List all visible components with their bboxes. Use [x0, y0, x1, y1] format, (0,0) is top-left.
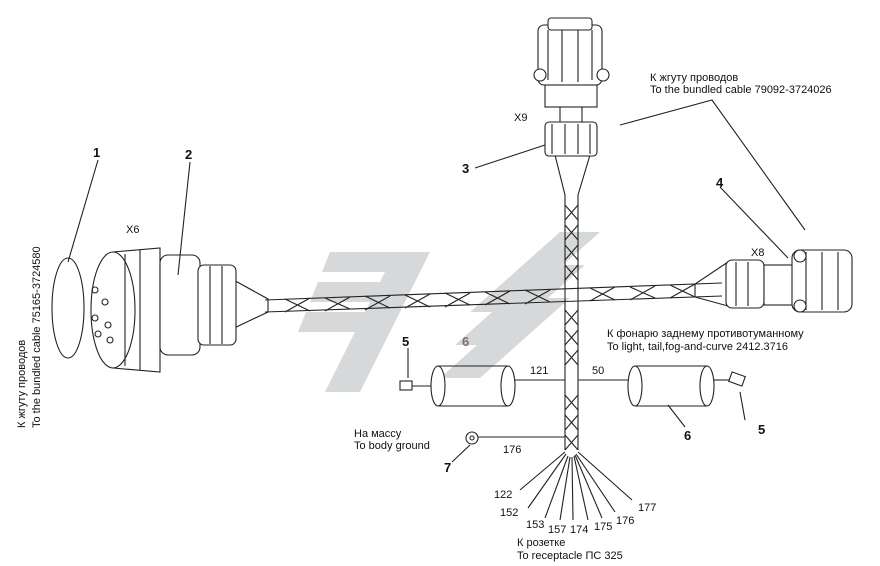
wire-157: 157	[548, 524, 566, 536]
label-bundled-left-ru: К жгуту проводов	[16, 340, 28, 428]
callout-2: 2	[185, 147, 192, 162]
callout-5-left: 5	[402, 334, 409, 349]
connector-x9	[533, 17, 610, 157]
label-bundled-left-en: To the bundled cable 75165-3724580	[31, 246, 43, 428]
callout-5-right: 5	[758, 422, 765, 437]
wire-152: 152	[500, 507, 518, 519]
connector-label-x9: X9	[514, 112, 527, 124]
wire-175: 175	[594, 521, 612, 533]
fuse-holder-left	[399, 365, 565, 407]
wire-174: 174	[570, 524, 588, 536]
callout-6-left: 6	[462, 334, 469, 349]
label-receptacle-en: To receptacle ПС 325	[517, 550, 623, 562]
label-foglight-ru: К фонарю заднему противотуманному	[607, 328, 804, 340]
connector-label-x6: X6	[126, 224, 139, 236]
wire-177: 177	[638, 502, 656, 514]
callout-1: 1	[93, 145, 100, 160]
wire-176-ground: 176	[503, 444, 521, 456]
wire-122: 122	[494, 489, 512, 501]
wire-50: 50	[592, 365, 604, 377]
label-receptacle-ru: К розетке	[517, 537, 565, 549]
label-bundled-top-ru: К жгуту проводов	[650, 72, 738, 84]
callout-4: 4	[716, 175, 724, 190]
ground-lead	[465, 431, 565, 445]
label-bundled-top-en: To the bundled cable 79092-3724026	[650, 84, 832, 96]
label-ground-ru: На массу	[354, 428, 402, 440]
watermark-logo	[298, 232, 600, 392]
callout-7: 7	[444, 460, 451, 475]
horizontal-trunk	[229, 261, 729, 331]
wire-121: 121	[530, 365, 548, 377]
leader-lines	[67, 99, 806, 463]
callout-3: 3	[462, 161, 469, 176]
connector-label-x8: X8	[751, 247, 764, 259]
connector-x8	[725, 249, 853, 313]
callout-6-right: 6	[684, 428, 691, 443]
wire-176-receptacle: 176	[616, 515, 634, 527]
receptacle-wire-fan	[519, 451, 633, 521]
fuse-holder-right	[578, 365, 746, 407]
vertical-trunk	[554, 154, 591, 451]
wire-153: 153	[526, 519, 544, 531]
label-foglight-en: To light, tail,fog-and-curve 2412.3716	[607, 341, 788, 353]
label-ground-en: To body ground	[354, 440, 430, 452]
connector-x6	[51, 247, 237, 373]
